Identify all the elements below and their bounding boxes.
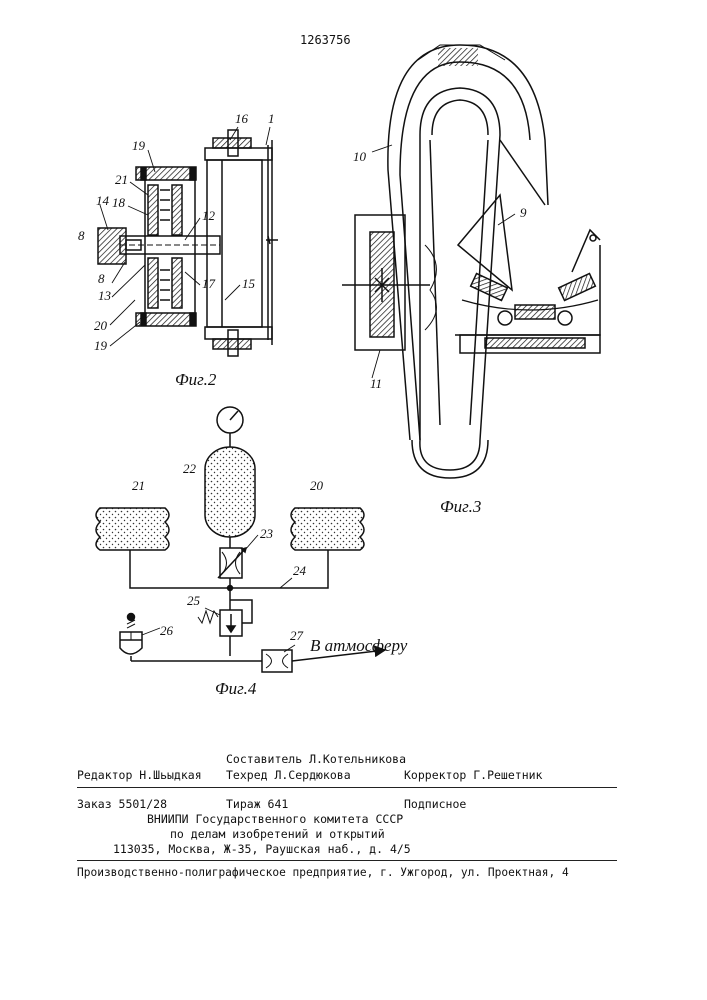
editor-line: Редактор Н.Шьыдкая [77, 768, 202, 782]
fig2-label: 14 [96, 193, 110, 208]
fig2-label: 12 [202, 208, 216, 223]
org-line-2: по делам изобретений и открытий [170, 827, 385, 841]
fig2-label: 20 [94, 318, 108, 333]
divider [77, 860, 617, 861]
corrector-line: Корректор Г.Решетник [404, 768, 542, 782]
fig2-label: 1 [268, 111, 275, 126]
fig2-label: 21 [115, 172, 128, 187]
fig3-label: 9 [520, 205, 527, 220]
drawings: 16 1 19 21 18 14 8 12 8 13 17 15 20 19 Ф… [0, 0, 707, 720]
print-run-line: Тираж 641 [226, 797, 288, 811]
fig3-caption: Фиг.3 [440, 497, 481, 516]
printer-line: Производственно-полиграфическое предприя… [77, 866, 569, 879]
fig2-label: 15 [242, 276, 256, 291]
fig4-label: 22 [183, 461, 197, 476]
compiler-line: Составитель Л.Котельникова [226, 752, 406, 766]
fig4-label: 21 [132, 478, 145, 493]
org-line-1: ВНИИПИ Государственного комитета СССР [147, 812, 403, 826]
fig4-label: 23 [260, 526, 274, 541]
subscription-line: Подписное [404, 797, 466, 811]
fig2-label: 13 [98, 288, 112, 303]
address-line: 113035, Москва, Ж-35, Раушская наб., д. … [113, 842, 411, 856]
fig2-drawing [98, 127, 278, 356]
fig2-caption: Фиг.2 [175, 370, 217, 389]
fig2-label: 16 [235, 111, 249, 126]
fig3-drawing [342, 45, 600, 478]
fig4-label: 26 [160, 623, 174, 638]
order-line: Заказ 5501/28 [77, 797, 167, 811]
fig4-drawing [96, 407, 385, 672]
fig4-label: 20 [310, 478, 324, 493]
fig4-label: 24 [293, 563, 307, 578]
fig2-label: 18 [112, 195, 126, 210]
fig2-label: 19 [94, 338, 108, 353]
fig4-arrow-text: В атмосферу [310, 636, 408, 655]
fig4-label: 25 [187, 593, 201, 608]
fig2-label: 8 [98, 271, 105, 286]
fig2-label: 8 [78, 228, 85, 243]
techred-line: Техред Л.Сердюкова [226, 768, 351, 782]
fig2-label: 19 [132, 138, 146, 153]
fig2-label: 17 [202, 276, 216, 291]
fig3-label: 10 [353, 149, 367, 164]
divider [77, 787, 617, 788]
fig4-caption: Фиг.4 [215, 679, 257, 698]
fig4-label: 27 [290, 628, 304, 643]
fig3-label: 11 [370, 376, 382, 391]
fig4-labels: 22 21 20 23 24 25 26 27 В атмосферу Фиг.… [132, 461, 408, 698]
